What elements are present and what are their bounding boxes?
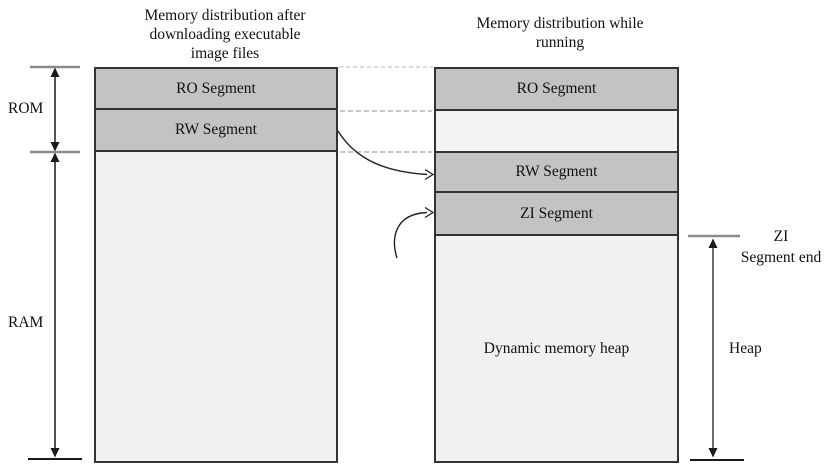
- left-rw-segment-label: RW Segment: [175, 121, 257, 138]
- zi-end-line-2: Segment end: [740, 249, 822, 266]
- ram-range-arrow: [50, 152, 60, 458]
- right-empty-gap: [436, 111, 677, 153]
- right-rw-segment-label: RW Segment: [515, 163, 598, 180]
- right-rw-segment: RW Segment: [436, 153, 677, 193]
- ram-label: RAM: [8, 314, 44, 331]
- rom-range-arrow: [50, 67, 60, 152]
- rw-move-arrow: [337, 130, 435, 181]
- left-rw-segment: RW Segment: [96, 110, 336, 152]
- right-ro-segment-label: RO Segment: [516, 80, 597, 97]
- heap-label: Heap: [729, 340, 762, 357]
- rom-label: ROM: [8, 100, 44, 117]
- left-column-title: Memory distribution after downloading ex…: [100, 6, 350, 63]
- right-zi-segment-label: ZI Segment: [520, 204, 593, 222]
- left-title-line-1: Memory distribution after: [144, 7, 306, 24]
- right-memory-column: RO Segment RW Segment ZI Segment Dynamic…: [434, 67, 679, 463]
- right-zi-segment: ZI Segment: [436, 193, 677, 236]
- right-column-title: Memory distribution while running: [440, 14, 680, 52]
- right-ro-segment: RO Segment: [436, 69, 677, 111]
- zi-segment-end-label: ZI Segment end: [718, 226, 829, 268]
- left-free-ram-area: [96, 152, 336, 461]
- heap-area-label: Dynamic memory heap: [483, 339, 630, 357]
- heap-range-arrow: [708, 238, 718, 458]
- left-ro-segment: RO Segment: [96, 69, 336, 110]
- left-ro-segment-label: RO Segment: [176, 79, 256, 97]
- right-heap-area: Dynamic memory heap: [436, 236, 677, 461]
- right-title-line-2: running: [535, 34, 585, 51]
- left-title-line-3: image files: [190, 45, 260, 62]
- zi-create-arrow: [393, 206, 435, 259]
- left-memory-column: RO Segment RW Segment: [94, 67, 338, 463]
- left-title-line-2: downloading executable: [149, 26, 301, 43]
- right-title-line-1: Memory distribution while: [476, 15, 644, 32]
- zi-end-line-1: ZI: [773, 228, 789, 245]
